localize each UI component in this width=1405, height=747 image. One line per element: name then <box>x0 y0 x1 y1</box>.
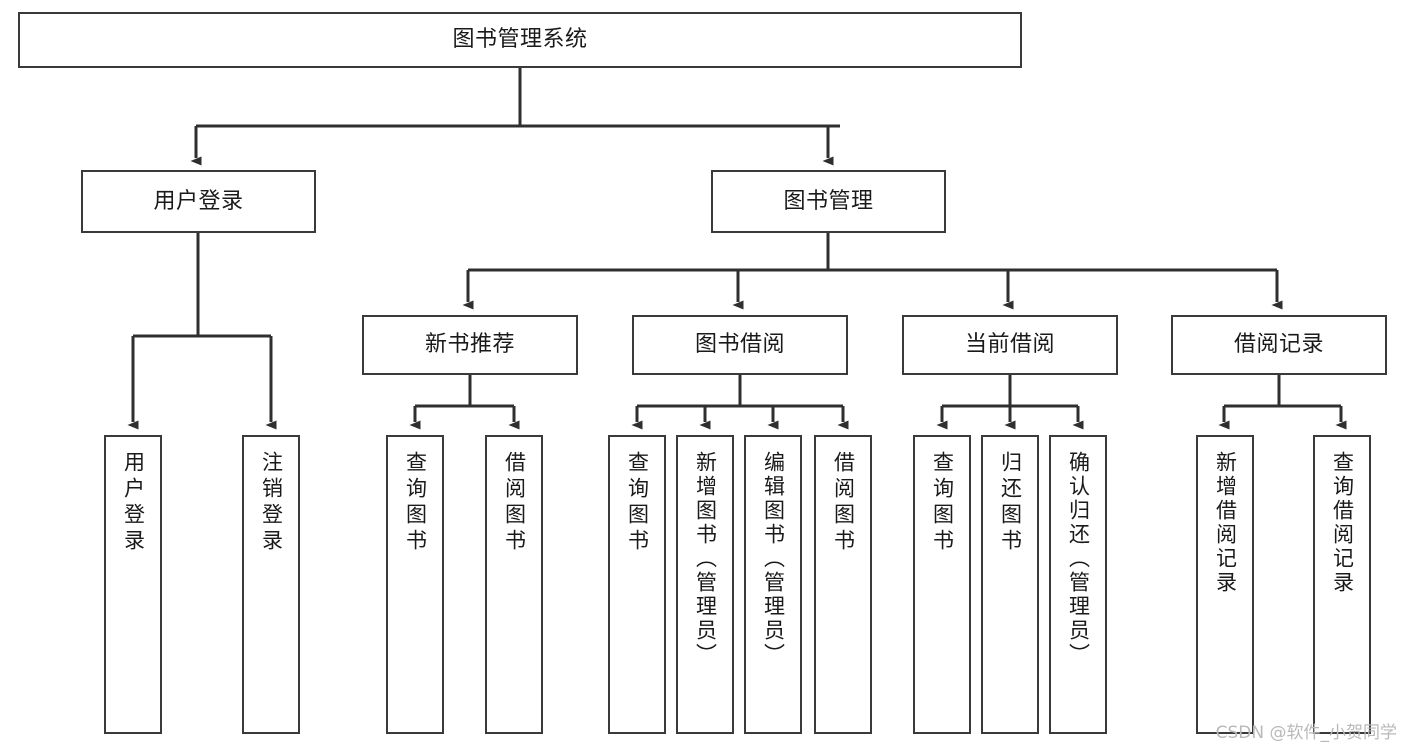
node-label: 查询图书 <box>625 451 650 555</box>
node-book-borrow[interactable]: 图书借阅 <box>632 315 848 375</box>
leaf-recommend-query-book[interactable]: 查询图书 <box>386 435 444 734</box>
node-current-borrow[interactable]: 当前借阅 <box>902 315 1118 375</box>
node-label: 查询图书 <box>403 451 428 555</box>
node-label: 图书管理系统 <box>452 27 588 53</box>
node-label: 用户登录 <box>153 188 244 214</box>
node-user-login[interactable]: 用户登录 <box>81 170 316 233</box>
watermark: CSDN @软件_小贺同学 <box>1215 723 1397 743</box>
leaf-borrow-borrow-book[interactable]: 借阅图书 <box>814 435 872 734</box>
leaf-borrow-edit-book-admin[interactable]: 编辑图书（管理员） <box>744 435 802 734</box>
node-label: 图书借阅 <box>694 332 785 358</box>
leaf-recommend-borrow-book[interactable]: 借阅图书 <box>485 435 543 734</box>
node-label: 归还图书 <box>998 451 1023 555</box>
node-label: 图书管理 <box>783 188 874 214</box>
leaf-record-query-record[interactable]: 查询借阅记录 <box>1313 435 1371 734</box>
node-label: 注销登录 <box>259 451 284 555</box>
node-label: 编辑图书（管理员） <box>761 451 786 667</box>
node-label: 新增借阅记录 <box>1213 451 1238 595</box>
leaf-current-return-book[interactable]: 归还图书 <box>981 435 1039 734</box>
node-label: 查询借阅记录 <box>1330 451 1355 595</box>
node-label: 确认归还（管理员） <box>1066 451 1091 667</box>
node-label: 新增图书（管理员） <box>693 451 718 667</box>
node-label: 查询图书 <box>930 451 955 555</box>
node-book-management[interactable]: 图书管理 <box>711 170 946 233</box>
node-label: 新书推荐 <box>424 332 515 358</box>
node-label: 借阅图书 <box>502 451 527 555</box>
node-label: 借阅记录 <box>1233 332 1324 358</box>
leaf-user-login-logout[interactable]: 注销登录 <box>242 435 300 734</box>
leaf-borrow-query-book[interactable]: 查询图书 <box>608 435 666 734</box>
node-label: 借阅图书 <box>831 451 856 555</box>
node-label: 当前借阅 <box>964 332 1055 358</box>
node-new-book-recommend[interactable]: 新书推荐 <box>362 315 578 375</box>
node-borrow-record[interactable]: 借阅记录 <box>1171 315 1387 375</box>
leaf-borrow-add-book-admin[interactable]: 新增图书（管理员） <box>676 435 734 734</box>
leaf-user-login-login[interactable]: 用户登录 <box>104 435 162 734</box>
node-label: 用户登录 <box>121 451 146 555</box>
leaf-current-confirm-return-admin[interactable]: 确认归还（管理员） <box>1049 435 1107 734</box>
leaf-current-query-book[interactable]: 查询图书 <box>913 435 971 734</box>
node-root-system[interactable]: 图书管理系统 <box>18 12 1022 68</box>
leaf-record-add-record[interactable]: 新增借阅记录 <box>1196 435 1254 734</box>
